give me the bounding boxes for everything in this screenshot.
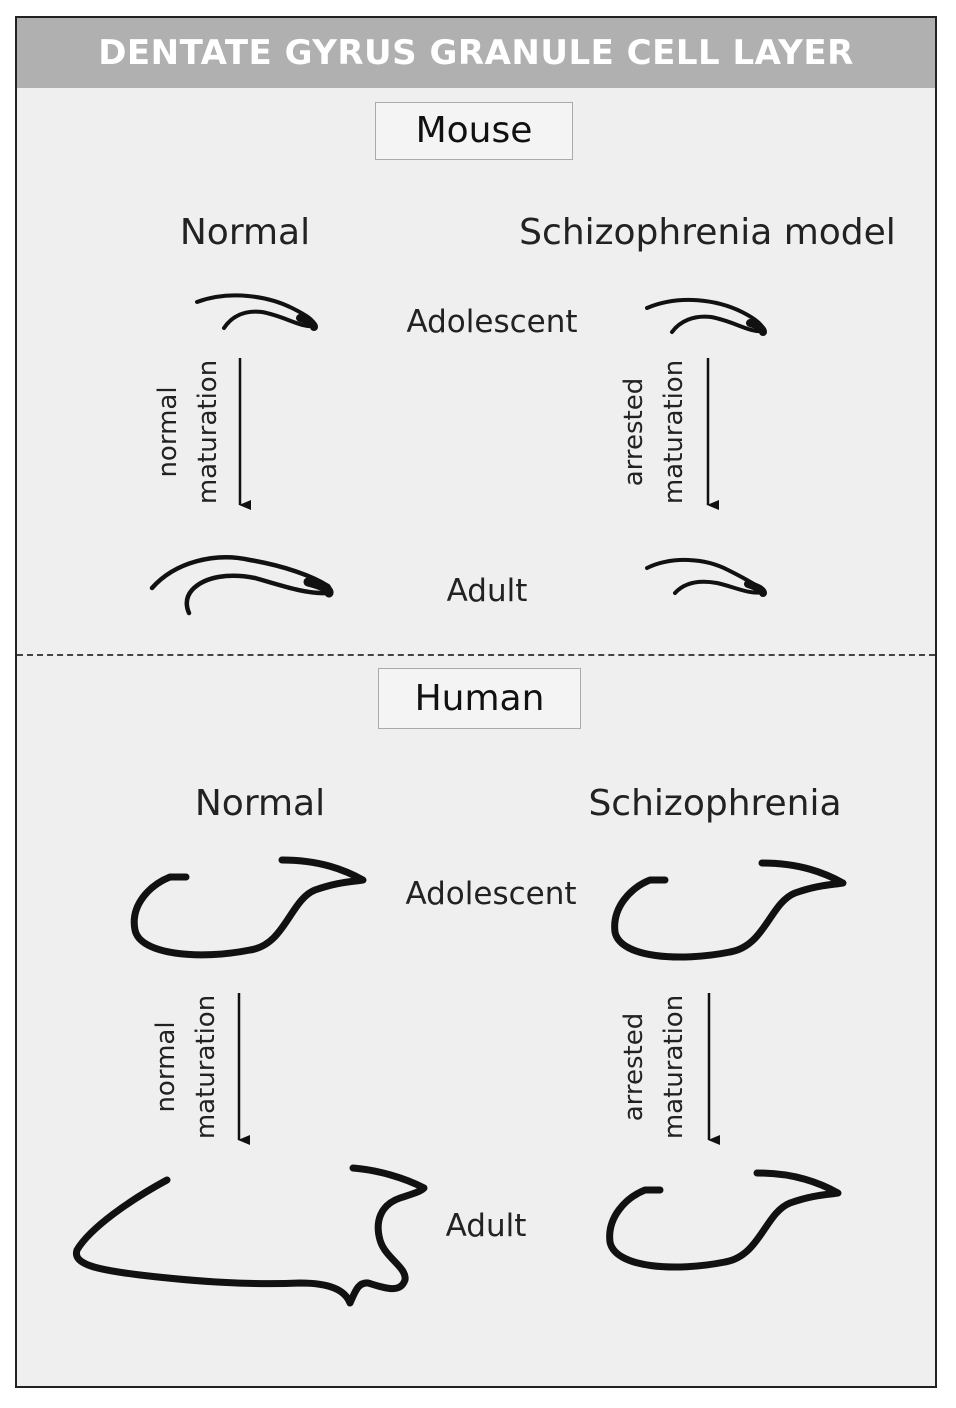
human-normal-adult-shape: [72, 1164, 428, 1307]
human-disease-adolescent-shape: [611, 859, 847, 961]
human-disease-heading: Schizophrenia: [588, 783, 842, 824]
mouse-normal-adolescent-shape: [195, 293, 318, 331]
mouse-adolescent-label: Adolescent: [406, 304, 578, 340]
mouse-model-adolescent-shape: [645, 297, 767, 336]
mouse-normal-adult-shape: [149, 555, 334, 616]
human-adult-label: Adult: [445, 1208, 527, 1244]
human-normal-heading: Normal: [194, 783, 326, 824]
human-disease-adult-shape: [606, 1169, 842, 1271]
mouse-model-heading: Schizophrenia model: [519, 212, 896, 253]
mouse-normal-heading: Normal: [179, 212, 311, 253]
human-species-box: Human: [378, 668, 581, 729]
human-normal-adolescent-shape: [130, 856, 367, 959]
header-bar: DENTATE GYRUS GRANULE CELL LAYER: [17, 18, 935, 88]
human-adolescent-label: Adolescent: [405, 876, 577, 912]
diagram-frame: DENTATE GYRUS GRANULE CELL LAYER: [15, 16, 937, 1388]
mouse-model-adult-shape: [645, 558, 767, 597]
mouse-species-box: Mouse: [375, 102, 573, 160]
mouse-adult-label: Adult: [446, 573, 528, 609]
diagram-title: DENTATE GYRUS GRANULE CELL LAYER: [98, 33, 854, 73]
section-divider: [17, 654, 935, 656]
